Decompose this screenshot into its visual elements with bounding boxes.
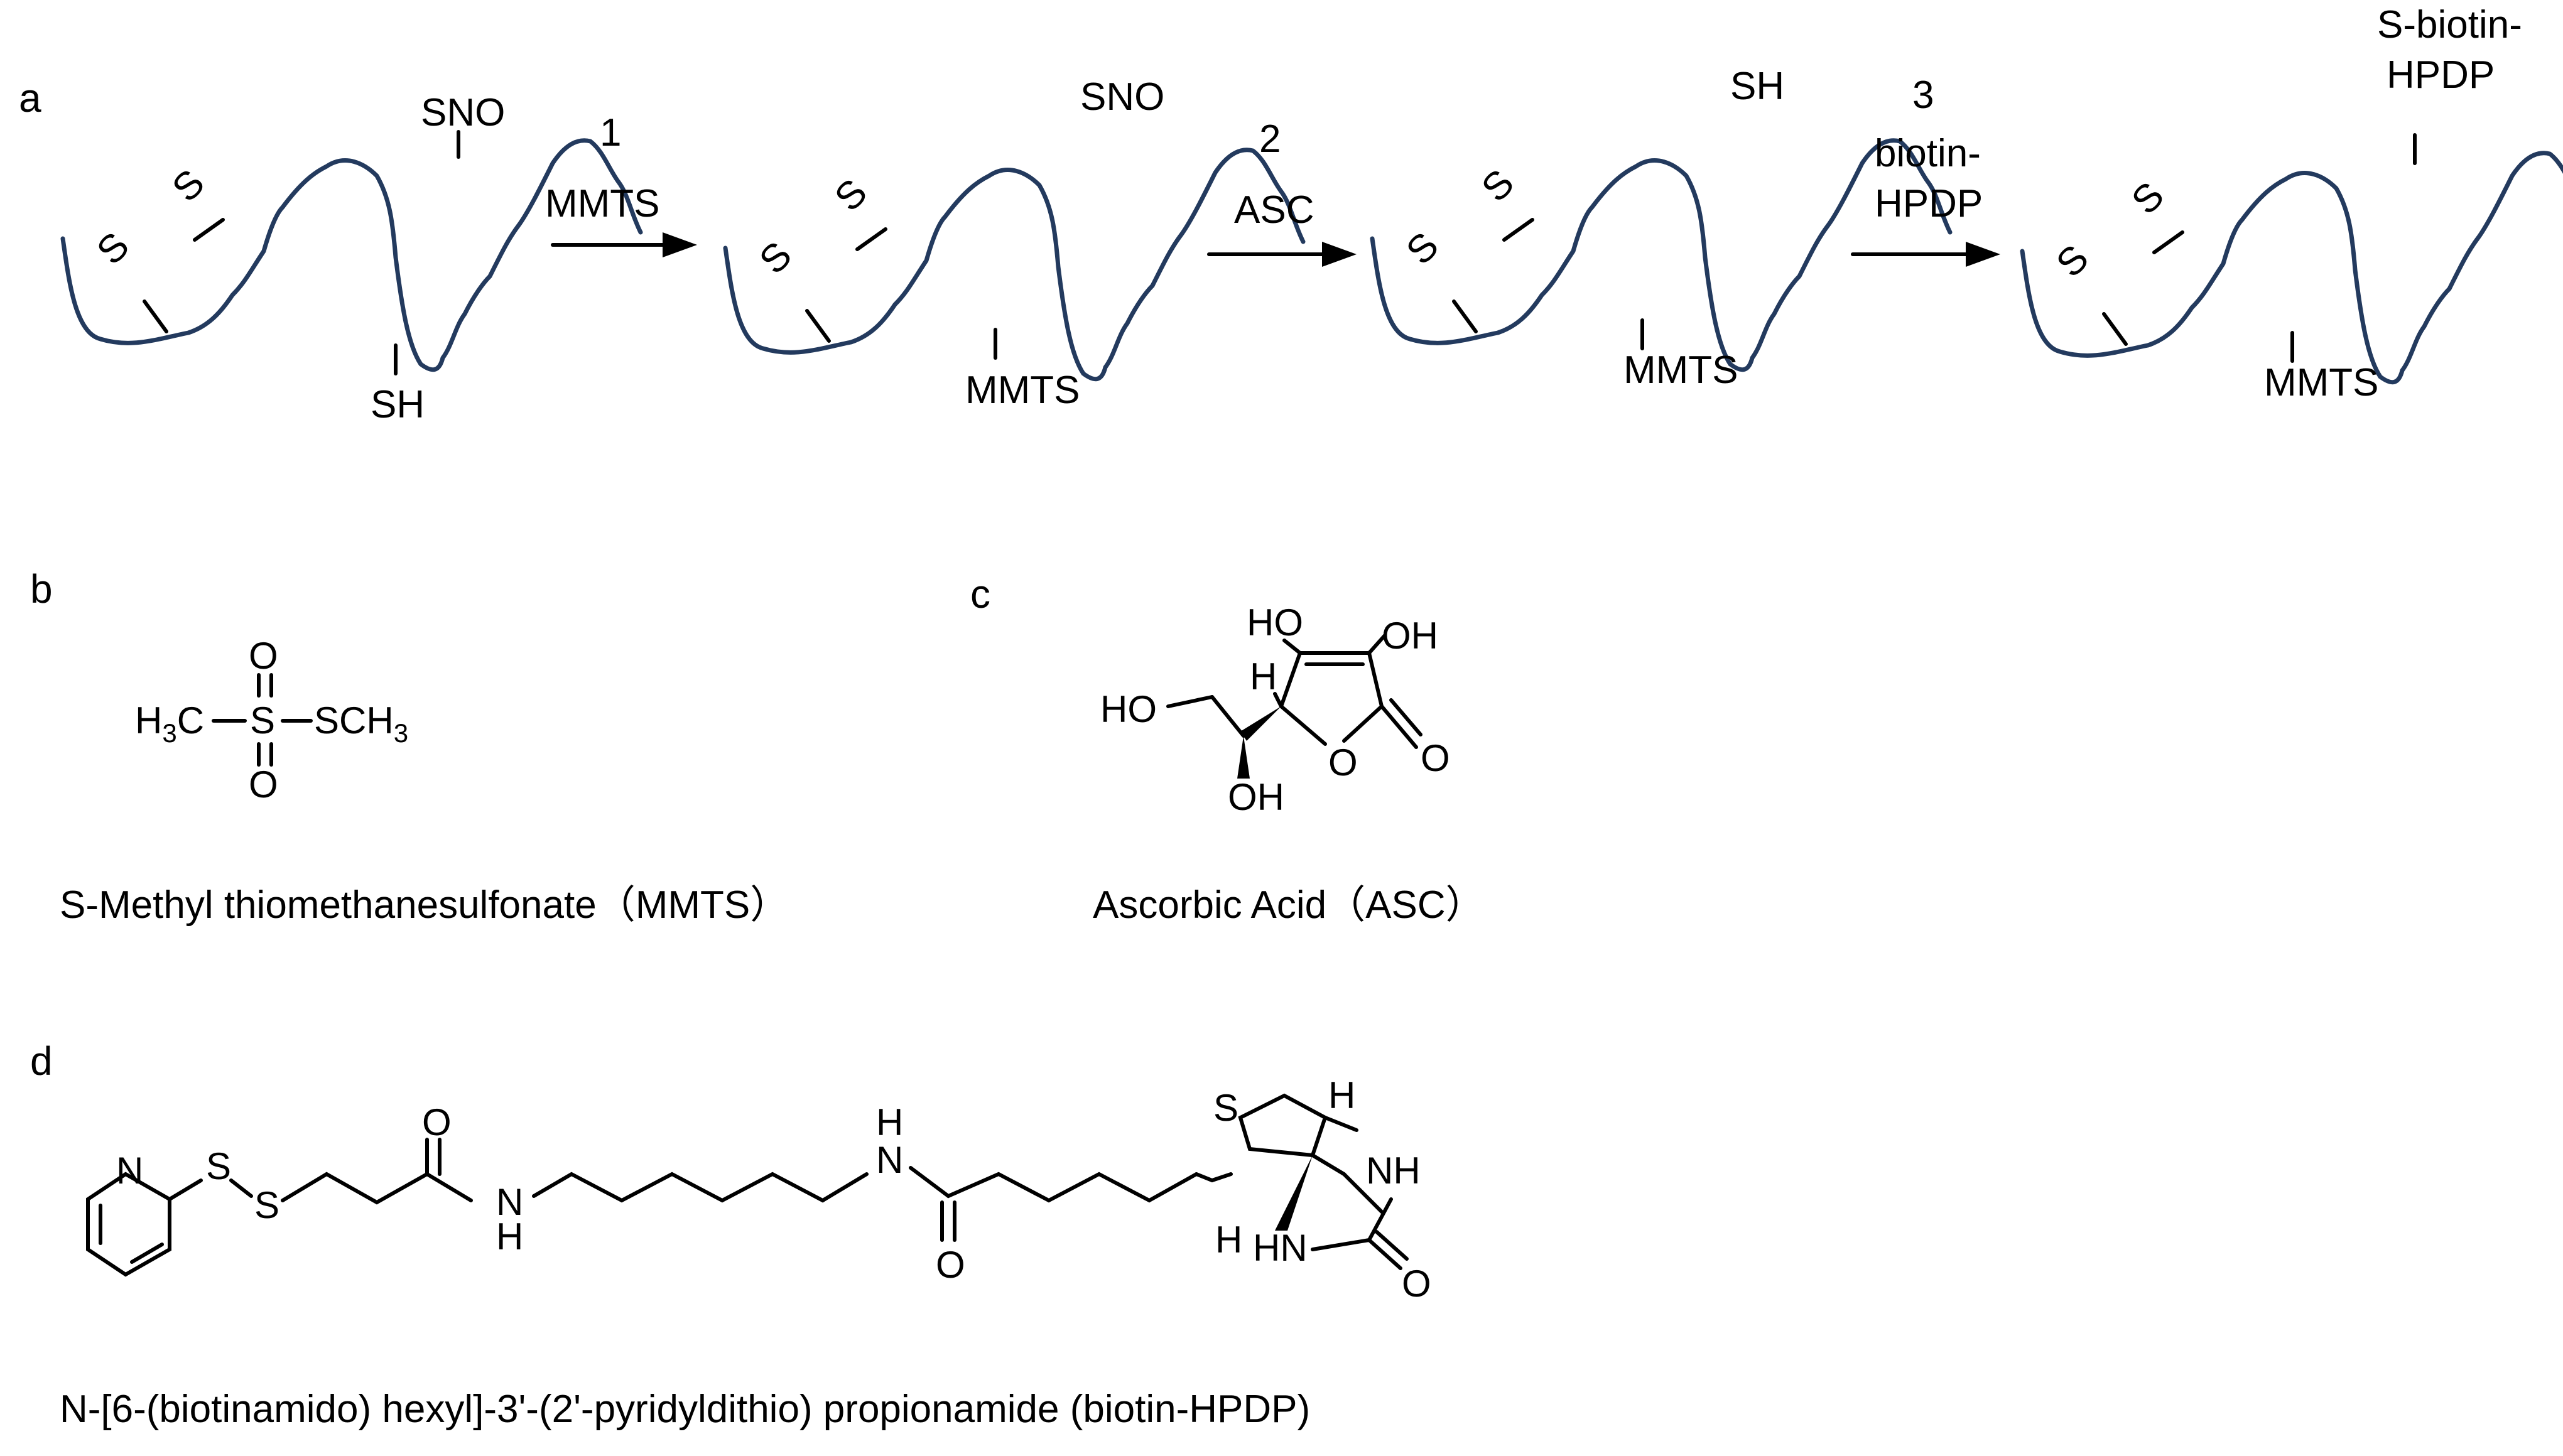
step-3-reagent-line2: HPDP <box>1875 182 1983 225</box>
asc-o-carbonyl: O <box>1421 737 1450 779</box>
panel-label-b: b <box>30 566 53 612</box>
asc-h: H <box>1250 655 1277 698</box>
mmts-s-center: S <box>250 699 275 741</box>
hpdp-nh1-h: H <box>496 1216 523 1258</box>
protein-2-sno-label: SNO <box>1080 75 1164 119</box>
hpdp-o1: O <box>422 1101 452 1143</box>
step-2-reagent: ASC <box>1234 188 1314 232</box>
hpdp-pyridine-n: N <box>116 1150 143 1192</box>
protein-4-disulfide-s-lower: S <box>2048 237 2097 286</box>
protein-4-biotin-label-line2: HPDP <box>2387 53 2495 97</box>
asc-oh-top: OH <box>1382 615 1438 657</box>
protein-3: S S MMTS SH <box>1372 65 1950 392</box>
panel-label-c: c <box>970 571 990 617</box>
hpdp-o2: O <box>936 1244 965 1286</box>
mmts-h3c: H3C <box>135 699 204 748</box>
mmts-structure: H3C S SCH3 O O <box>135 635 408 806</box>
protein-1: S S SH SNO <box>63 91 641 426</box>
step-1-number: 1 <box>600 111 621 154</box>
protein-4-mmts-label: MMTS <box>2264 361 2379 404</box>
biotin-o3: O <box>1402 1263 1431 1305</box>
asc-structure: HO OH H HO OH O O <box>1100 601 1450 818</box>
biotin-hn-bottom: HN <box>1253 1227 1308 1269</box>
asc-caption: Ascorbic Acid（ASC） <box>1093 883 1485 927</box>
asc-oh-bottom: OH <box>1228 776 1284 818</box>
biotin-s-ring: S <box>1213 1087 1238 1129</box>
mmts-o-top: O <box>249 635 278 677</box>
protein-2: S S MMTS SNO <box>725 75 1303 412</box>
step-2-arrow: 2 ASC <box>1207 117 1357 267</box>
protein-2-disulfide-s-lower: S <box>751 234 800 283</box>
protein-3-sh-label: SH <box>1730 65 1784 108</box>
protein-4: S S MMTS S-biotin- HPDP <box>2022 3 2563 404</box>
hpdp-s1: S <box>206 1145 231 1187</box>
asc-ho-top: HO <box>1247 601 1303 644</box>
mmts-caption: S-Methyl thiomethanesulfonate（MMTS） <box>60 883 789 927</box>
protein-3-disulfide-s-upper: S <box>1473 161 1522 210</box>
protein-2-disulfide-s-upper: S <box>826 171 875 220</box>
mmts-sch3: SCH3 <box>314 699 408 748</box>
asc-o-ring: O <box>1328 741 1358 784</box>
panel-label-d: d <box>30 1038 53 1084</box>
protein-3-mmts-label: MMTS <box>1623 348 1738 392</box>
step-2-number: 2 <box>1259 117 1281 161</box>
step-3-number: 3 <box>1912 73 1934 117</box>
hpdp-s2: S <box>254 1184 279 1226</box>
step-1-arrow: 1 MMTS <box>545 111 697 257</box>
protein-1-sh-label: SH <box>371 383 425 426</box>
biotin-hpdp-structure: N S S O N H H N O S H NH H HN O <box>86 1074 1431 1305</box>
biotin-hpdp-caption: N-[6-(biotinamido) hexyl]-3'-(2'-pyridyl… <box>60 1388 1310 1431</box>
step-1-reagent: MMTS <box>545 182 660 225</box>
hpdp-nh2-n: N <box>876 1139 903 1181</box>
asc-ho-left: HO <box>1100 688 1157 730</box>
step-3-arrow: 3 biotin- HPDP <box>1851 73 2000 267</box>
step-3-reagent-line1: biotin- <box>1875 132 1981 175</box>
panel-label-a: a <box>19 75 41 121</box>
protein-1-disulfide-s-upper: S <box>164 161 213 210</box>
hpdp-nh1-n: N <box>496 1181 523 1223</box>
hpdp-nh2-h: H <box>876 1101 903 1143</box>
protein-1-sno-label: SNO <box>421 91 505 134</box>
protein-3-disulfide-s-lower: S <box>1398 224 1447 273</box>
protein-2-mmts-label: MMTS <box>965 369 1080 412</box>
mmts-o-bottom: O <box>249 763 278 806</box>
protein-4-disulfide-s-upper: S <box>2123 174 2172 223</box>
biotin-h-top: H <box>1328 1074 1355 1116</box>
biotin-nh-right: NH <box>1366 1150 1421 1192</box>
protein-4-biotin-label-line1: S-biotin- <box>2377 3 2522 46</box>
biotin-h-bottom: H <box>1215 1219 1242 1261</box>
protein-1-disulfide-s-lower: S <box>89 224 138 273</box>
